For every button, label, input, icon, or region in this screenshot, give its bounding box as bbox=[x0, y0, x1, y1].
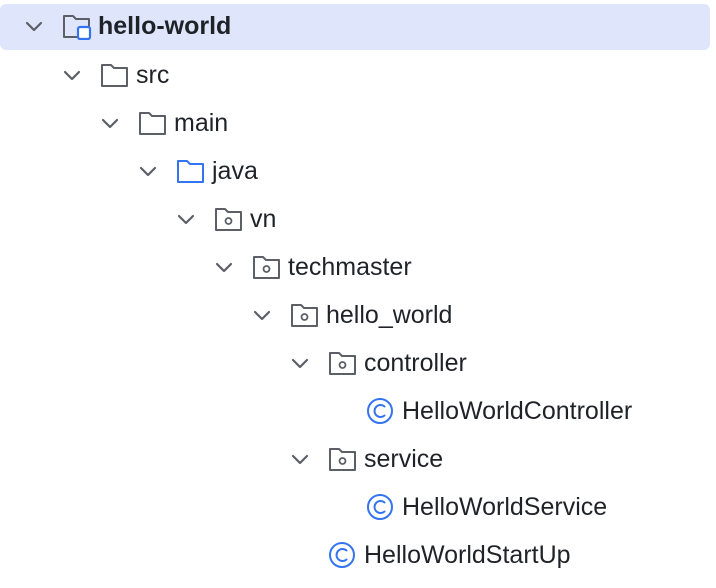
chevron-down-icon[interactable] bbox=[289, 448, 311, 470]
tree-row-label: java bbox=[212, 157, 258, 185]
tree-row-java[interactable]: java bbox=[0, 147, 716, 195]
chevron-down-icon[interactable] bbox=[137, 160, 159, 182]
package-icon bbox=[291, 304, 318, 327]
chevron-down-icon[interactable] bbox=[289, 352, 311, 374]
tree-row-label: techmaster bbox=[288, 253, 412, 281]
chevron-down-icon[interactable] bbox=[251, 304, 273, 326]
tree-row-hello-world[interactable]: hello-world bbox=[0, 2, 716, 50]
tree-row-label: service bbox=[364, 445, 444, 473]
chevron-down-icon[interactable] bbox=[61, 64, 83, 86]
module-folder-icon bbox=[63, 15, 92, 40]
tree-row-label: HelloWorldController bbox=[402, 397, 633, 425]
package-icon bbox=[329, 352, 356, 375]
tree-row-main[interactable]: main bbox=[0, 99, 716, 147]
class-icon bbox=[367, 494, 393, 520]
chevron-down-icon[interactable] bbox=[175, 208, 197, 230]
package-icon bbox=[329, 448, 356, 471]
tree-row-hello-world-service[interactable]: HelloWorldService bbox=[0, 483, 716, 531]
tree-row-hello-world-controller[interactable]: HelloWorldController bbox=[0, 387, 716, 435]
tree-row-src[interactable]: src bbox=[0, 51, 716, 99]
tree-row-label: vn bbox=[250, 205, 277, 233]
folder-icon bbox=[139, 112, 166, 135]
class-icon bbox=[367, 398, 393, 424]
source-folder-icon bbox=[177, 160, 204, 183]
chevron-down-icon[interactable] bbox=[213, 256, 235, 278]
tree-row-label: HelloWorldStartUp bbox=[364, 541, 571, 569]
tree-row-label: HelloWorldService bbox=[402, 493, 608, 521]
tree-row-controller[interactable]: controller bbox=[0, 339, 716, 387]
chevron-down-icon[interactable] bbox=[23, 15, 45, 37]
tree-row-vn[interactable]: vn bbox=[0, 195, 716, 243]
tree-row-techmaster[interactable]: techmaster bbox=[0, 243, 716, 291]
tree-row-hello-world-startup[interactable]: HelloWorldStartUp bbox=[0, 531, 716, 579]
tree-row-service[interactable]: service bbox=[0, 435, 716, 483]
tree-row-label: controller bbox=[364, 349, 467, 377]
tree-row-label: main bbox=[174, 109, 229, 137]
tree-row-label: src bbox=[136, 61, 170, 89]
folder-icon bbox=[101, 64, 128, 87]
tree-row-label: hello-world bbox=[98, 12, 232, 40]
class-icon bbox=[329, 542, 355, 568]
tree-row-hello-world-package[interactable]: hello_world bbox=[0, 291, 716, 339]
package-icon bbox=[215, 208, 242, 231]
chevron-down-icon[interactable] bbox=[99, 112, 121, 134]
package-icon bbox=[253, 256, 280, 279]
tree-row-label: hello_world bbox=[326, 301, 453, 329]
